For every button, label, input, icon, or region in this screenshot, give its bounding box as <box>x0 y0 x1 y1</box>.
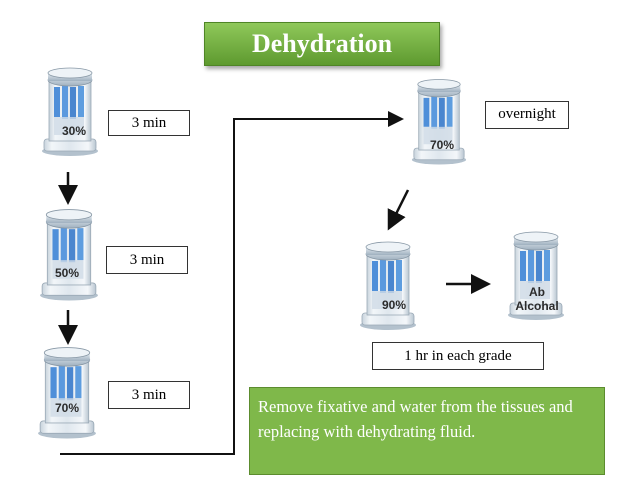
time-box-2: 3 min <box>106 246 188 274</box>
arrow-4-to-5 <box>387 189 410 231</box>
time-box-3: 3 min <box>108 381 190 409</box>
description-box: Remove fixative and water from the tissu… <box>249 387 605 475</box>
grade-note-box: 1 hr in each grade <box>372 342 544 370</box>
time-box-4: overnight <box>485 101 569 129</box>
time-box-1: 3 min <box>108 110 190 136</box>
jar-label-1: 30% <box>61 124 87 138</box>
jar-label-4: 70% <box>429 138 455 152</box>
jar-label-5: 90% <box>381 298 407 312</box>
arrow-3-to-4 <box>60 111 404 455</box>
jar-label-2: 50% <box>54 266 80 280</box>
jar-label-3: 70% <box>54 401 80 415</box>
diagram-title: Dehydration <box>204 22 440 66</box>
jar-label-6: Ab Alcohal <box>515 285 559 313</box>
